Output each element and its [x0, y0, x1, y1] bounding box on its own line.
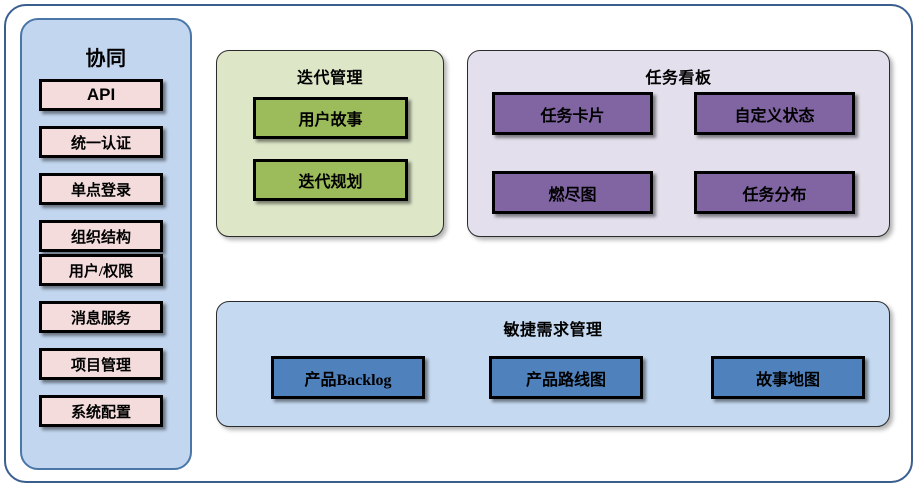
panel-title-agile-requirements-management: 敏捷需求管理	[503, 322, 603, 339]
panel-task-board: 任务看板 任务卡片 自定义状态 燃尽图 任务分布	[467, 50, 890, 237]
panel-title-iteration-management: 迭代管理	[296, 70, 363, 87]
sidebar-item-unified-auth[interactable]: 统一认证	[39, 126, 163, 158]
node-custom-status[interactable]: 自定义状态	[694, 92, 855, 135]
node-task-card[interactable]: 任务卡片	[492, 92, 653, 135]
sidebar-item-project-management[interactable]: 项目管理	[39, 348, 163, 380]
node-user-story[interactable]: 用户故事	[253, 97, 408, 139]
panel-iteration-management: 迭代管理 用户故事 迭代规划	[216, 50, 444, 237]
sidebar-item-system-config[interactable]: 系统配置	[39, 395, 163, 427]
node-product-roadmap[interactable]: 产品路线图	[489, 356, 643, 399]
node-task-distribution[interactable]: 任务分布	[694, 171, 855, 214]
panel-title-task-board: 任务看板	[645, 70, 712, 87]
node-burndown-chart[interactable]: 燃尽图	[492, 171, 653, 214]
sidebar-item-org-structure[interactable]: 组织结构	[39, 220, 163, 252]
sidebar-item-user-permissions[interactable]: 用户/权限	[39, 254, 163, 286]
sidebar-item-api[interactable]: API	[39, 79, 163, 111]
sidebar-title: 协同	[85, 48, 127, 70]
panel-agile-requirements-management: 敏捷需求管理 产品Backlog 产品路线图 故事地图	[216, 301, 890, 427]
sidebar-item-message-service[interactable]: 消息服务	[39, 301, 163, 333]
node-iteration-planning[interactable]: 迭代规划	[253, 159, 408, 201]
sidebar-panel-collaboration: 协同 API 统一认证 单点登录 组织结构 用户/权限 消息服务 项目管理 系统…	[20, 18, 192, 470]
node-product-backlog[interactable]: 产品Backlog	[271, 356, 425, 399]
sidebar-item-single-sign-on[interactable]: 单点登录	[39, 173, 163, 205]
node-story-map[interactable]: 故事地图	[711, 356, 865, 399]
